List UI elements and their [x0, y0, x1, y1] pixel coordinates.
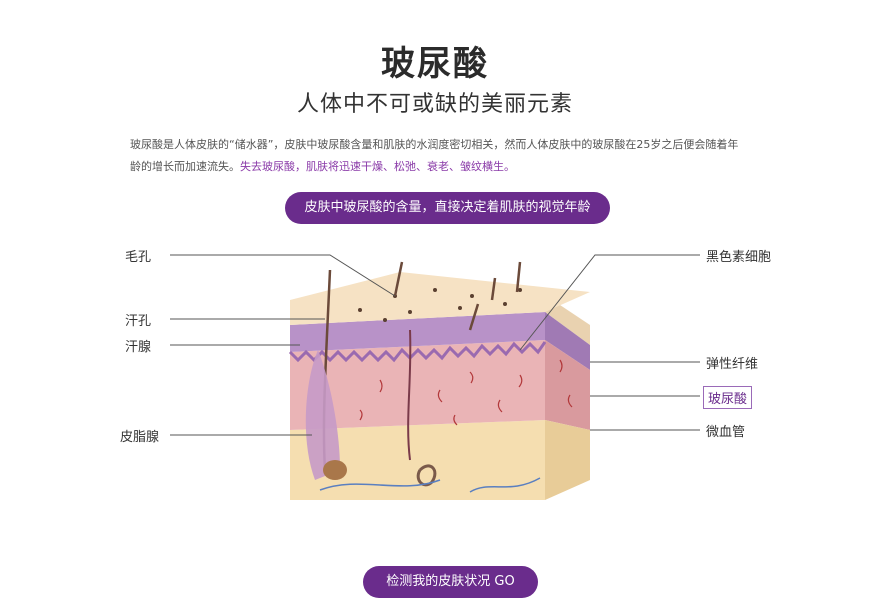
label-elastic-fiber: 弹性纤维	[706, 357, 759, 372]
follicle-bulb	[323, 460, 347, 480]
dermis-layer	[290, 340, 545, 430]
epidermis-wave	[288, 341, 547, 363]
page-title: 玻尿酸	[381, 44, 489, 84]
label-capillary: 微血管	[706, 425, 746, 440]
skin-surface	[290, 272, 590, 325]
epidermis-layer	[290, 312, 545, 352]
label-sweat-pore: 汗孔	[125, 314, 152, 329]
label-hyaluronic-acid: 玻尿酸	[703, 386, 753, 409]
pore-dots	[358, 288, 522, 322]
block-side-dermis	[545, 340, 590, 430]
block-side-top	[545, 295, 590, 345]
callout-lines-left	[170, 254, 396, 436]
description-line-1: 玻尿酸是人体皮肤的“储水器”，皮肤中玻尿酸含量和肌肤的水润度密切相关，然而人体皮…	[130, 138, 739, 151]
elastic-fibers	[359, 359, 573, 426]
label-pore: 毛孔	[125, 250, 152, 265]
description-highlight: 失去玻尿酸，肌肤将迅速干燥、松弛、衰老、皱纹横生。	[240, 160, 515, 173]
sweat-duct	[407, 329, 412, 461]
capillaries	[319, 477, 541, 493]
hair-follicle	[305, 350, 340, 480]
description: 玻尿酸是人体皮肤的“储水器”，皮肤中玻尿酸含量和肌肤的水润度密切相关，然而人体皮…	[130, 134, 750, 178]
fat-layer	[290, 420, 545, 500]
label-melanocyte: 黑色素细胞	[706, 250, 772, 265]
label-sebaceous-gland: 皮脂腺	[120, 430, 160, 445]
banner-top: 皮肤中玻尿酸的含量，直接决定着肌肤的视觉年龄	[285, 192, 610, 224]
description-line-2: 龄的增长而加速流失。失去玻尿酸，肌肤将迅速干燥、松弛、衰老、皱纹横生。	[130, 156, 750, 178]
page-subtitle: 人体中不可或缺的美丽元素	[296, 92, 573, 117]
label-sweat-gland: 汗腺	[125, 340, 152, 355]
callout-lines-right	[519, 254, 700, 431]
description-line-2-plain: 龄的增长而加速流失。	[130, 160, 240, 173]
block-side-epidermis	[545, 312, 590, 370]
block-side-fat	[545, 420, 590, 500]
check-skin-button[interactable]: 检测我的皮肤状况 GO	[363, 566, 538, 598]
